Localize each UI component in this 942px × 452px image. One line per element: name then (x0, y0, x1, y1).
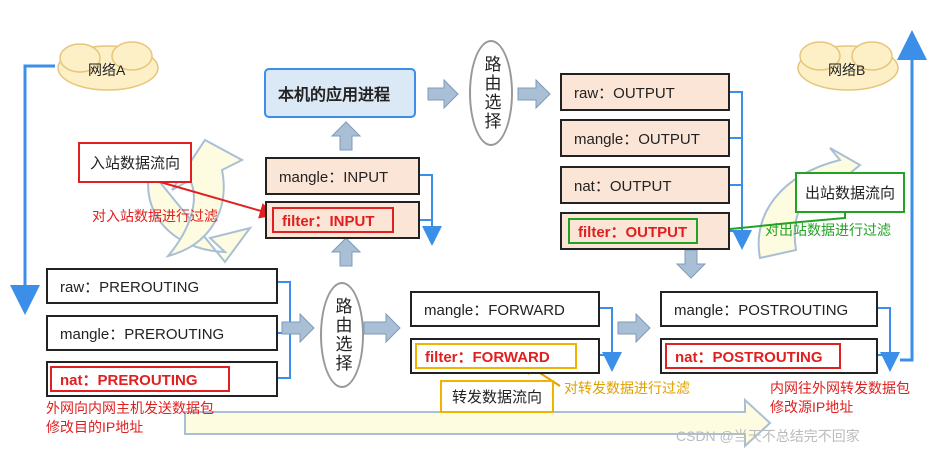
input-mangle-box: mangle：INPUT (265, 157, 420, 195)
forward-mangle-label: mangle：FORWARD (424, 301, 565, 319)
output-filter-label: filter：OUTPUT (568, 218, 698, 244)
output-mangle-label: mangle：OUTPUT (574, 130, 700, 148)
local-process-label: 本机的应用进程 (278, 87, 391, 104)
output-raw-label: raw：OUTPUT (574, 84, 675, 102)
inbound-filter-note: 对入站数据进行过滤 (92, 208, 218, 224)
output-nat-box: nat：OUTPUT (560, 166, 730, 204)
prerouting-mangle-box: mangle：PREROUTING (46, 315, 278, 351)
local-process-box: 本机的应用进程 (264, 68, 416, 118)
forward-filter-label: filter：FORWARD (415, 343, 577, 369)
network-b-label: 网络B (828, 62, 866, 78)
prerouting-nat-label: nat：PREROUTING (50, 366, 230, 392)
prerouting-mangle-label: mangle：PREROUTING (60, 325, 225, 343)
input-filter-label: filter：INPUT (272, 207, 394, 233)
inbound-flow-label: 入站数据流向 (78, 142, 193, 183)
router-top: 路由选择 (469, 40, 513, 146)
postrouting-nat-label: nat：POSTROUTING (665, 343, 841, 369)
output-mangle-box: mangle：OUTPUT (560, 119, 730, 157)
netA-line (10, 64, 55, 315)
input-mangle-label: mangle：INPUT (279, 168, 389, 186)
outbound-flow-label: 出站数据流向 (795, 172, 906, 213)
inbound-curve (147, 167, 253, 264)
outbound-filter-note: 对出站数据进行过滤 (765, 222, 891, 238)
output-nat-label: nat：OUTPUT (574, 177, 672, 195)
forward-flow-label: 转发数据流向 (440, 380, 555, 413)
postrouting-note-2: 修改源IP地址 (770, 399, 854, 415)
network-a-label: 网络A (88, 62, 126, 78)
netB-line (897, 30, 927, 362)
prerouting-note-2: 修改目的IP地址 (46, 419, 144, 435)
postrouting-mangle-box: mangle：POSTROUTING (660, 291, 878, 327)
cloud-a-shape (57, 41, 159, 91)
prerouting-note-1: 外网向内网主机发送数据包 (46, 400, 214, 416)
postrouting-mangle-label: mangle：POSTROUTING (674, 301, 849, 319)
watermark: CSDN @当天不总结完不回家 (676, 428, 860, 444)
output-raw-box: raw：OUTPUT (560, 73, 730, 111)
prerouting-raw-label: raw：PREROUTING (60, 278, 200, 296)
forward-filter-note: 对转发数据进行过滤 (564, 380, 690, 396)
prerouting-raw-box: raw：PREROUTING (46, 268, 278, 304)
forward-big-arrow (184, 397, 772, 449)
postrouting-note-1: 内网往外网转发数据包 (770, 380, 910, 396)
forward-mangle-box: mangle：FORWARD (410, 291, 600, 327)
router-bottom: 路由选择 (320, 282, 364, 388)
cloud-b-shape (797, 41, 899, 91)
